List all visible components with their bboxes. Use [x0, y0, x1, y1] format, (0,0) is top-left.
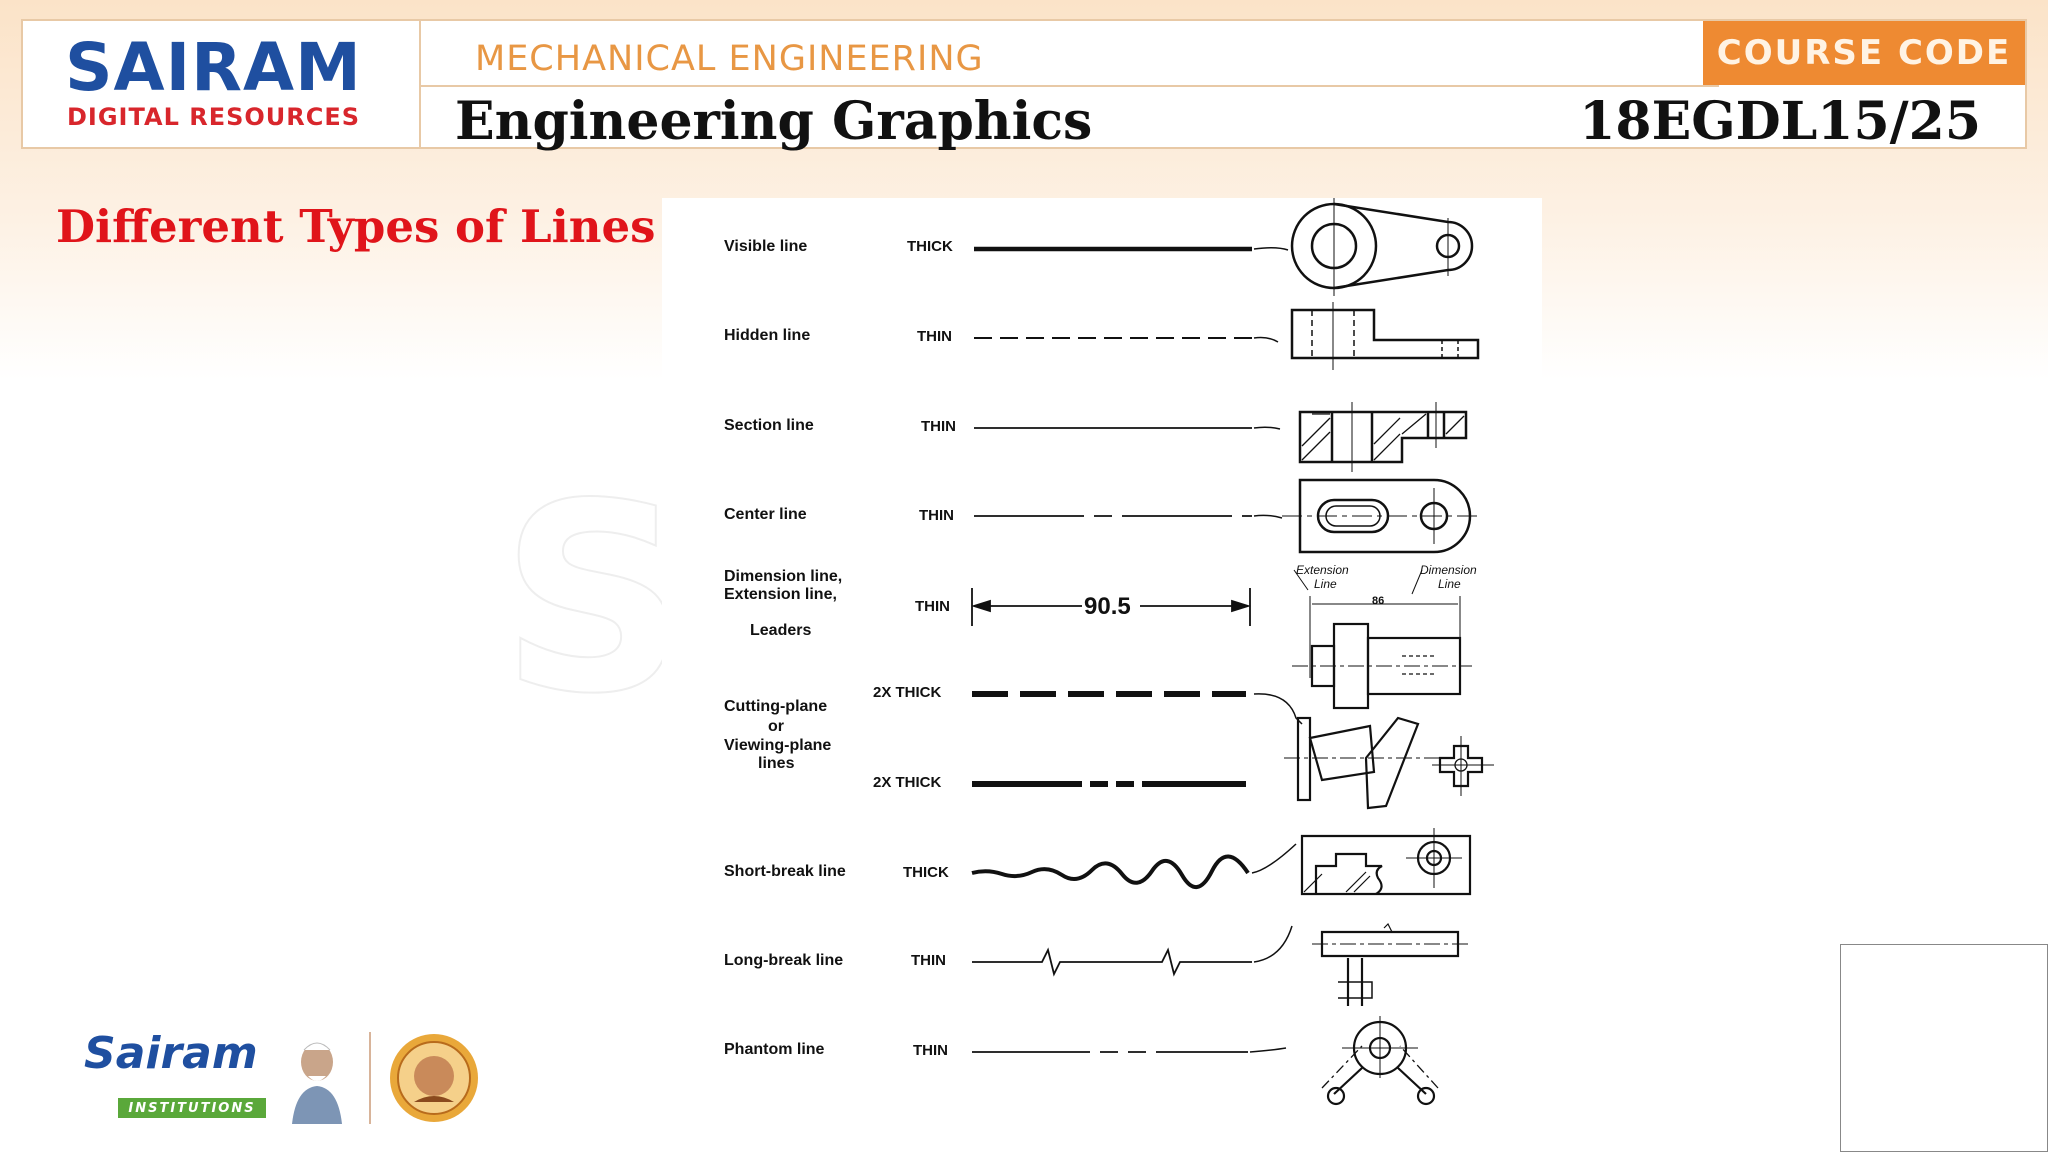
- section-part-drawing-icon: [1298, 402, 1468, 472]
- label-lines: lines: [758, 755, 795, 772]
- label-cutting-plane: Cutting-plane: [724, 698, 827, 715]
- short-break-line-sample: [971, 854, 1250, 889]
- annotation-dimension-1: Dimension: [1420, 563, 1477, 577]
- label-center-line: Center line: [724, 506, 807, 523]
- cutting-plane-part-drawing-icon: [1284, 716, 1494, 810]
- weight-cutting-plane-2: 2X THICK: [873, 774, 942, 791]
- visible-leader: [1253, 246, 1289, 251]
- hidden-part-drawing-icon: [1290, 302, 1480, 370]
- logo-main-text: SAIRAM: [65, 29, 362, 106]
- college-seal-icon: [390, 1034, 478, 1122]
- annotation-dim-small: 86: [1372, 595, 1384, 607]
- watermark-s-logo-icon: S: [499, 449, 688, 751]
- label-hidden-line: Hidden line: [724, 327, 810, 344]
- label-visible-line: Visible line: [724, 238, 807, 255]
- founder-portrait-icon: [292, 1042, 342, 1124]
- weight-short-break-line: THICK: [903, 864, 949, 881]
- weight-cutting-plane-1: 2X THICK: [873, 684, 942, 701]
- phantom-part-drawing-icon: [1321, 1016, 1439, 1106]
- slide-title: Different Types of Lines: [56, 200, 656, 253]
- center-part-drawing-icon: [1282, 478, 1482, 554]
- hidden-leader: [1253, 336, 1279, 343]
- dimension-value: 90.5: [1084, 593, 1131, 620]
- line-types-diagram: Visible line THICK Hidden line THIN: [724, 198, 1494, 1106]
- weight-dimension-line: THIN: [915, 598, 950, 615]
- label-short-break-line: Short-break line: [724, 863, 846, 880]
- label-leaders: Leaders: [750, 622, 811, 639]
- dimension-line-sample: [970, 588, 1252, 626]
- label-extension-line: Extension line,: [724, 586, 837, 603]
- weight-section-line: THIN: [921, 418, 956, 435]
- logo-sub-text: DIGITAL RESOURCES: [67, 103, 361, 131]
- label-or: or: [768, 718, 784, 735]
- institution-sub: INSTITUTIONS: [118, 1098, 266, 1118]
- slide-header: SAIRAM DIGITAL RESOURCES MECHANICAL ENGI…: [21, 19, 2027, 152]
- weight-long-break-line: THIN: [911, 952, 946, 969]
- label-viewing-plane: Viewing-plane: [724, 737, 831, 754]
- video-placeholder-box: [1840, 944, 2048, 1152]
- long-break-leader: [1253, 925, 1293, 963]
- visible-part-drawing-icon: [1290, 198, 1474, 296]
- weight-center-line: THIN: [919, 507, 954, 524]
- weight-hidden-line: THIN: [917, 328, 952, 345]
- footer-divider: [369, 1032, 371, 1124]
- department-name: MECHANICAL ENGINEERING: [475, 39, 984, 79]
- label-section-line: Section line: [724, 417, 814, 434]
- annotation-extension-2: Line: [1314, 577, 1337, 591]
- sairam-digital-logo: SAIRAM DIGITAL RESOURCES: [23, 21, 421, 147]
- cutting-plane-leader: [1253, 693, 1303, 725]
- long-break-line-sample: [972, 947, 1252, 977]
- label-dimension-line: Dimension line,: [724, 568, 842, 585]
- long-break-part-drawing-icon: [1312, 922, 1468, 1006]
- institution-name: Sairam: [84, 1028, 258, 1079]
- course-code-label: COURSE CODE: [1703, 21, 2025, 85]
- label-phantom-line: Phantom line: [724, 1041, 825, 1058]
- section-leader: [1253, 426, 1281, 430]
- short-break-part-drawing-icon: [1300, 828, 1472, 896]
- subject-title: Engineering Graphics: [455, 91, 1093, 152]
- header-divider: [419, 85, 1719, 87]
- annotation-extension-1: Extension: [1296, 563, 1349, 577]
- phantom-leader: [1249, 1047, 1287, 1053]
- sairam-institutions-logo: Sairam INSTITUTIONS: [84, 1028, 354, 1124]
- weight-phantom-line: THIN: [913, 1042, 948, 1059]
- annotation-dimension-2: Line: [1438, 577, 1461, 591]
- line-types-figure: Visible line THICK Hidden line THIN: [662, 198, 1542, 1130]
- center-leader: [1253, 514, 1283, 519]
- short-break-leader: [1251, 843, 1297, 874]
- weight-visible-line: THICK: [907, 238, 953, 255]
- course-code: 18EGDL15/25: [1579, 91, 1981, 152]
- label-long-break-line: Long-break line: [724, 952, 843, 969]
- dimension-part-drawing-icon: [1292, 569, 1472, 710]
